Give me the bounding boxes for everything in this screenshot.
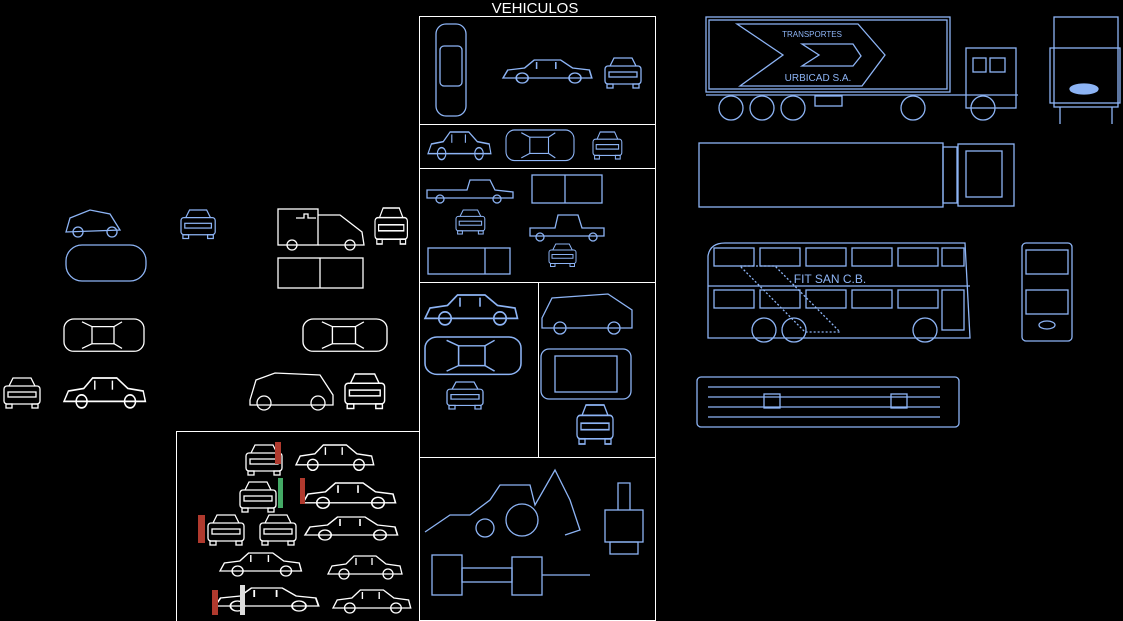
- double-decker-bus-side: [707, 242, 971, 343]
- double-decker-bus-top: [696, 376, 960, 428]
- bus-label: FIT SAN C.B.: [794, 272, 866, 286]
- truck-brand-line1: TRANSPORTES: [782, 30, 842, 39]
- people-figures: [198, 442, 305, 615]
- truck-brand-line2: URBICAD S.A.: [785, 73, 852, 84]
- backhoe-group: [424, 468, 644, 596]
- left-car-group: [3, 207, 409, 411]
- sedan-group: [435, 23, 642, 117]
- semi-truck-side: [705, 16, 1018, 121]
- bus-upper-windows: [713, 247, 965, 331]
- drawing-title: VEHICULOS: [492, 0, 579, 17]
- sedan-minivan-group: [424, 293, 633, 445]
- people-cars-group: [207, 444, 412, 614]
- double-decker-bus-front: [1021, 242, 1073, 342]
- pickup-group: [426, 174, 605, 275]
- semi-truck-top: [698, 142, 1015, 208]
- semi-truck-front: [1049, 16, 1121, 124]
- panel-frames: [176, 16, 656, 621]
- compact-car-group: [427, 129, 623, 162]
- people-cars-panel-frame: [176, 431, 420, 621]
